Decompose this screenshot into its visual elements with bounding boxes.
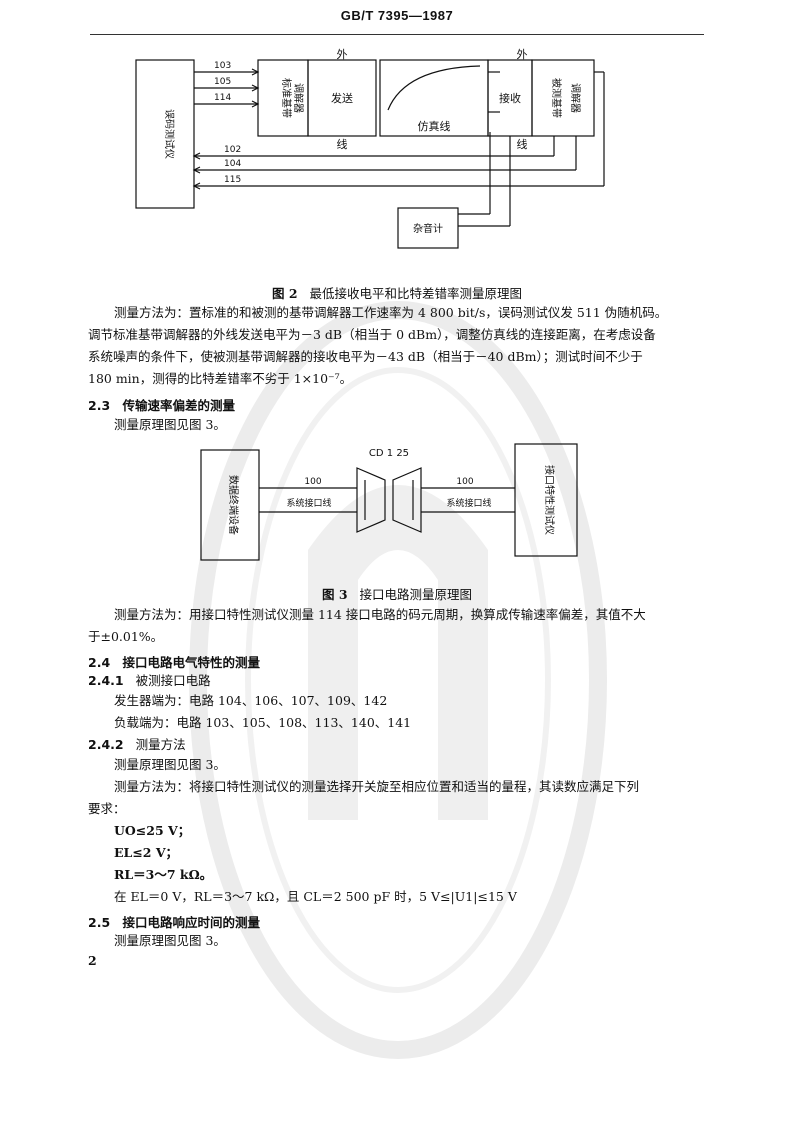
section-2-5-number: 2.5 bbox=[88, 915, 111, 930]
fig2-noise-meter: 杂音计 bbox=[413, 222, 443, 235]
requirement-uo: UO≤25 V； bbox=[114, 823, 191, 838]
generator-circuits: 发生器端为：电路 104、106、107、109、142 bbox=[114, 693, 388, 708]
section-2-4-1-heading: 2.4.1 被测接口电路 bbox=[88, 670, 211, 692]
figure-3-title: 接口电路测量原理图 bbox=[359, 587, 473, 602]
fig3-connector-label: CD 1 25 bbox=[369, 448, 409, 459]
section-2-4-heading: 2.4 接口电路电气特性的测量 bbox=[88, 652, 260, 671]
para3-line2: 要求： bbox=[88, 801, 126, 816]
section-2-4-2-number: 2.4.2 bbox=[88, 737, 124, 752]
page-number: 2 bbox=[88, 953, 97, 968]
fig3-right-cable-label: 系统接口线 bbox=[446, 497, 491, 509]
fig3-left-number: 100 bbox=[304, 477, 321, 487]
section-2-4-1-number: 2.4.1 bbox=[88, 673, 124, 688]
fig2-ext-right: 外 bbox=[517, 48, 528, 61]
header-rule bbox=[90, 34, 704, 35]
section-2-4-1-title: 被测接口电路 bbox=[135, 673, 211, 688]
figure-3-number: 图 3 bbox=[321, 587, 348, 602]
figure-2-title: 最低接收电平和比特差错率测量原理图 bbox=[309, 286, 523, 301]
para1-line2: 调节标准基带调解器的外线发送电平为－3 dB（相当于 0 dBm），调整仿真线的… bbox=[88, 327, 656, 342]
para2-line1: 测量方法为：用接口特性测试仪测量 114 接口电路的码元周期，换算成传输速率偏差… bbox=[114, 607, 646, 622]
figure-3-caption: 图 3 接口电路测量原理图 bbox=[0, 584, 794, 603]
fig2-send-label: 发送 bbox=[331, 91, 353, 105]
fig2-circuit-115: 115 bbox=[224, 175, 241, 185]
fig2-recv-label: 接收 bbox=[499, 91, 521, 105]
para3-line1: 测量方法为：将接口特性测试仪的测量选择开关旋至相应位置和适当的量程，其读数应满足… bbox=[114, 779, 640, 794]
section-2-4-title: 接口电路电气特性的测量 bbox=[122, 655, 261, 670]
section-2-3-title: 传输速率偏差的测量 bbox=[122, 398, 236, 413]
fig2-dut-b: 调解器 bbox=[569, 83, 582, 113]
fig2-circuit-105: 105 bbox=[214, 77, 231, 87]
section-2-5-title: 接口电路响应时间的测量 bbox=[122, 915, 261, 930]
fig3-right-number: 100 bbox=[456, 477, 473, 487]
section-2-3-body: 测量原理图见图 3。 bbox=[114, 417, 226, 432]
requirement-condition: 在 EL＝0 V，RL＝3～7 kΩ，且 CL＝2 500 pF 时，5 V≤|… bbox=[114, 889, 517, 904]
para1-line4: 180 min，测得的比特差错率不劣于 1×10⁻⁷。 bbox=[88, 371, 353, 386]
fig2-line-sim-label: 仿真线 bbox=[418, 119, 451, 133]
load-circuits: 负载端为：电路 103、105、108、113、140、141 bbox=[114, 715, 412, 730]
figure-2-number: 图 2 bbox=[271, 286, 298, 301]
fig2-std-modem-b: 调解器 bbox=[292, 83, 305, 113]
section-2-4-2-body: 测量原理图见图 3。 bbox=[114, 757, 226, 772]
fig2-std-modem-a: 标准基带 bbox=[280, 78, 293, 118]
section-2-3-heading: 2.3 传输速率偏差的测量 bbox=[88, 395, 235, 414]
section-2-5-heading: 2.5 接口电路响应时间的测量 bbox=[88, 912, 260, 931]
figure-3-diagram: 数据终端设备 接口特性测试仪 CD 1 25 100 100 系统接口线 系统接… bbox=[200, 443, 578, 561]
figure-2-diagram: 误码测试仪 标准基带 调解器 发送 仿真线 接收 被测基带 调解器 外 线 外 … bbox=[135, 48, 605, 249]
fig2-circuit-104: 104 bbox=[224, 159, 241, 169]
para2-line2: 于±0.01%。 bbox=[88, 629, 164, 644]
document-header: GB/T 7395—1987 bbox=[340, 8, 454, 23]
fig2-left-box-label: 误码测试仪 bbox=[163, 109, 176, 159]
requirement-el: EL≤2 V； bbox=[114, 845, 179, 860]
para1-line3: 系统噪声的条件下，使被测基带调解器的接收电平为－43 dB（相当于－40 dBm… bbox=[88, 349, 643, 364]
section-2-4-number: 2.4 bbox=[88, 655, 111, 670]
section-2-3-number: 2.3 bbox=[88, 398, 111, 413]
figure-2-caption: 图 2 最低接收电平和比特差错率测量原理图 bbox=[0, 283, 794, 302]
fig2-circuit-114: 114 bbox=[214, 93, 231, 103]
fig2-dut-a: 被测基带 bbox=[550, 78, 563, 118]
watermark-seal bbox=[189, 301, 607, 1059]
section-2-4-2-title: 测量方法 bbox=[135, 737, 186, 752]
fig3-left-cable-label: 系统接口线 bbox=[286, 497, 331, 509]
fig2-ext-left: 外 bbox=[337, 48, 348, 61]
fig3-left-box-label: 数据终端设备 bbox=[227, 475, 240, 535]
fig3-right-box-label: 接口特性测试仪 bbox=[543, 465, 556, 535]
fig2-circuit-103: 103 bbox=[214, 61, 231, 71]
para1-line1: 测量方法为：置标准的和被测的基带调解器工作速率为 4 800 bit/s，误码测… bbox=[114, 305, 668, 320]
section-2-5-body: 测量原理图见图 3。 bbox=[114, 933, 226, 948]
fig2-line-left: 线 bbox=[337, 137, 348, 151]
section-2-4-2-heading: 2.4.2 测量方法 bbox=[88, 734, 186, 756]
fig2-circuit-102: 102 bbox=[224, 145, 241, 155]
requirement-rl: RL＝3～7 kΩ。 bbox=[114, 867, 213, 882]
fig2-line-right: 线 bbox=[517, 137, 528, 151]
